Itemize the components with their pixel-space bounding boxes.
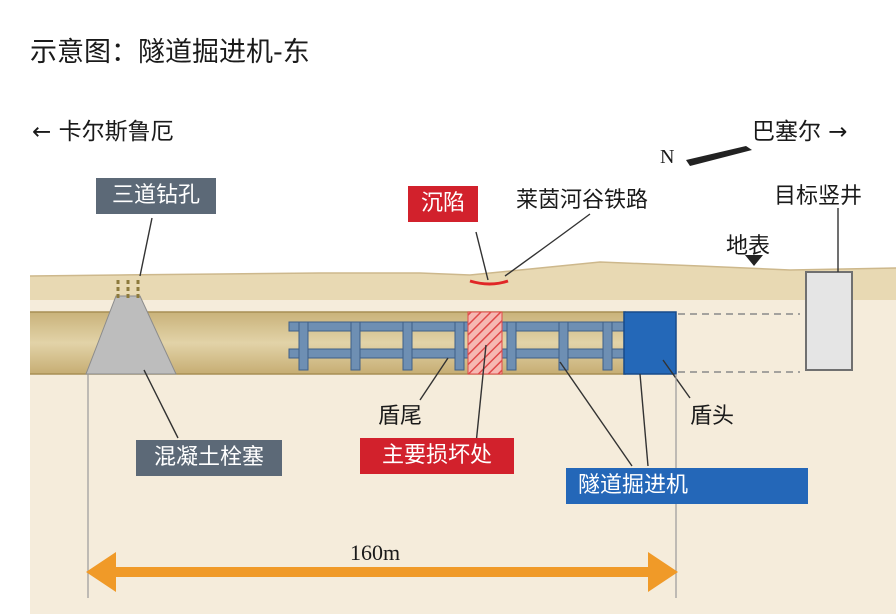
page-title: 示意图：隧道掘进机-东	[30, 37, 310, 68]
target-shaft-label: 目标竖井	[774, 184, 863, 209]
tbm-shield	[623, 311, 677, 375]
main-damage-label: 主要损坏处	[360, 438, 514, 474]
direction-left-label: ← 卡尔斯鲁厄	[32, 119, 174, 145]
concrete-plug	[85, 295, 177, 375]
direction-right-label: 巴塞尔 →	[752, 119, 848, 145]
dimension-label: 160m	[350, 540, 401, 565]
leader-lines	[139, 208, 839, 467]
surface-band	[30, 262, 896, 300]
dimension-arrow	[86, 552, 678, 592]
damage-zone	[467, 311, 503, 375]
subsidence-label: 沉陷	[408, 186, 478, 222]
surface-label: 地表	[726, 234, 771, 259]
concrete-plug-label: 混凝土栓塞	[136, 440, 282, 476]
surface-marker	[745, 255, 763, 266]
subsidence-marker	[469, 279, 509, 286]
surface-line	[29, 261, 896, 277]
target-shaft	[805, 271, 853, 371]
shield-head-label: 盾头	[690, 404, 735, 429]
north-label: N	[660, 146, 675, 168]
north-arrow	[686, 146, 752, 166]
drill-holes-label: 三道钻孔	[96, 178, 216, 214]
railway-label: 莱茵河谷铁路	[516, 188, 649, 213]
drill-holes	[116, 280, 140, 298]
tbm-label: 隧道掘进机	[566, 468, 808, 504]
shield-tail-label: 盾尾	[378, 404, 423, 429]
